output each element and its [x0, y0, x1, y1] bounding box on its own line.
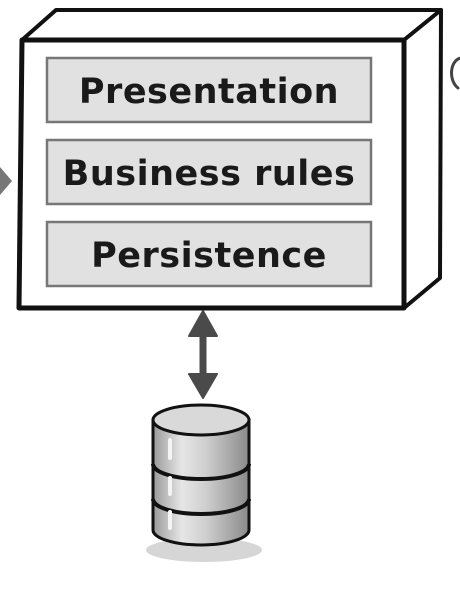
database-body	[151, 418, 251, 547]
layer-business-rules-label: Business rules	[63, 154, 356, 194]
server-box-top-face	[20, 8, 443, 42]
database-icon	[146, 403, 262, 562]
incoming-arrow-icon	[0, 167, 12, 195]
database-top	[151, 403, 251, 437]
partial-glyph	[450, 56, 460, 90]
layer-persistence-label: Persistence	[91, 236, 327, 276]
layer-business-rules-box	[45, 138, 373, 206]
double-arrow-icon	[188, 310, 218, 399]
layer-presentation: Presentation	[45, 56, 373, 124]
layer-persistence: Persistence	[45, 220, 373, 288]
server-box-side-face	[402, 8, 443, 310]
layer-persistence-box	[45, 220, 373, 288]
layer-presentation-box	[45, 56, 373, 124]
layer-presentation-label: Presentation	[79, 72, 339, 112]
layer-business-rules: Business rules	[45, 138, 373, 206]
